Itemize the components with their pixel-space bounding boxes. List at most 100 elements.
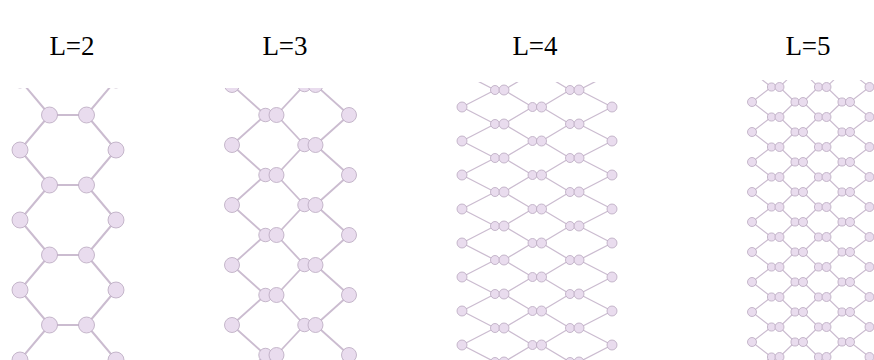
- atom: [822, 353, 831, 360]
- atom: [269, 228, 284, 243]
- bond: [579, 345, 612, 360]
- atom: [566, 256, 575, 265]
- atom: [775, 173, 784, 182]
- atom: [799, 158, 808, 167]
- atom: [537, 204, 547, 214]
- atoms: [12, 88, 124, 360]
- bond: [462, 158, 495, 175]
- atom: [566, 120, 575, 129]
- atom: [574, 187, 584, 197]
- atom: [748, 338, 757, 347]
- atom: [108, 352, 124, 360]
- bond: [579, 192, 612, 209]
- atom: [537, 102, 547, 112]
- atom: [607, 272, 617, 282]
- atom: [491, 86, 500, 95]
- atom: [607, 102, 617, 112]
- atom: [865, 83, 874, 92]
- atom: [814, 323, 822, 331]
- atom: [846, 158, 855, 167]
- atom: [748, 278, 757, 287]
- atom: [814, 353, 822, 360]
- atom: [814, 263, 822, 271]
- atom: [79, 177, 95, 193]
- atom: [566, 188, 575, 197]
- atom: [791, 98, 799, 106]
- atom: [799, 98, 808, 107]
- atom: [822, 263, 831, 272]
- atom: [791, 248, 799, 256]
- atom: [491, 154, 500, 163]
- atom: [814, 83, 822, 91]
- panel-label: L=4: [512, 33, 557, 60]
- atom: [342, 288, 357, 303]
- atom: [269, 108, 284, 123]
- atom: [574, 153, 584, 163]
- bond: [579, 175, 612, 192]
- atom: [108, 142, 124, 158]
- atom: [42, 247, 58, 263]
- atom: [846, 98, 855, 107]
- atom: [865, 353, 874, 360]
- atom: [457, 272, 467, 282]
- atom: [814, 173, 822, 181]
- atom: [537, 340, 547, 350]
- bond: [579, 107, 612, 124]
- atom: [537, 306, 547, 316]
- atom: [791, 188, 799, 196]
- atom: [775, 113, 784, 122]
- atom: [767, 293, 775, 301]
- bond: [462, 90, 495, 107]
- atom: [457, 238, 467, 248]
- atom: [607, 306, 617, 316]
- atom: [499, 357, 509, 360]
- atom: [799, 128, 808, 137]
- bond: [579, 226, 612, 243]
- atom: [748, 98, 757, 107]
- bond: [579, 124, 612, 141]
- atom: [799, 218, 808, 227]
- bond: [579, 243, 612, 260]
- atom: [12, 142, 28, 158]
- atom: [574, 323, 584, 333]
- atom: [457, 136, 467, 146]
- bond: [462, 124, 495, 141]
- atom: [457, 102, 467, 112]
- atom: [865, 263, 874, 272]
- atoms: [225, 88, 357, 360]
- atom: [499, 221, 509, 231]
- bond: [579, 141, 612, 158]
- atom: [499, 187, 509, 197]
- atom: [308, 318, 323, 333]
- atom: [528, 103, 537, 112]
- panel-label: L=2: [49, 33, 94, 60]
- atom: [225, 88, 240, 93]
- atom: [491, 120, 500, 129]
- atom: [846, 128, 855, 137]
- atom: [566, 358, 575, 360]
- atom: [108, 282, 124, 298]
- atom: [748, 218, 757, 227]
- atomic-structure: [744, 80, 874, 360]
- atom: [574, 289, 584, 299]
- atom: [574, 85, 584, 95]
- atom: [865, 233, 874, 242]
- atom: [791, 158, 799, 166]
- atom: [822, 143, 831, 152]
- atom: [528, 137, 537, 146]
- atom: [838, 308, 846, 316]
- atom: [838, 98, 846, 106]
- atom: [846, 188, 855, 197]
- atom: [528, 307, 537, 316]
- atom: [822, 173, 831, 182]
- atom: [791, 308, 799, 316]
- atom: [342, 168, 357, 183]
- bond: [579, 209, 612, 226]
- atom: [491, 188, 500, 197]
- atom: [822, 293, 831, 302]
- atom: [269, 168, 284, 183]
- atom: [225, 258, 240, 273]
- atom: [865, 203, 874, 212]
- atom: [108, 212, 124, 228]
- atom: [748, 308, 757, 317]
